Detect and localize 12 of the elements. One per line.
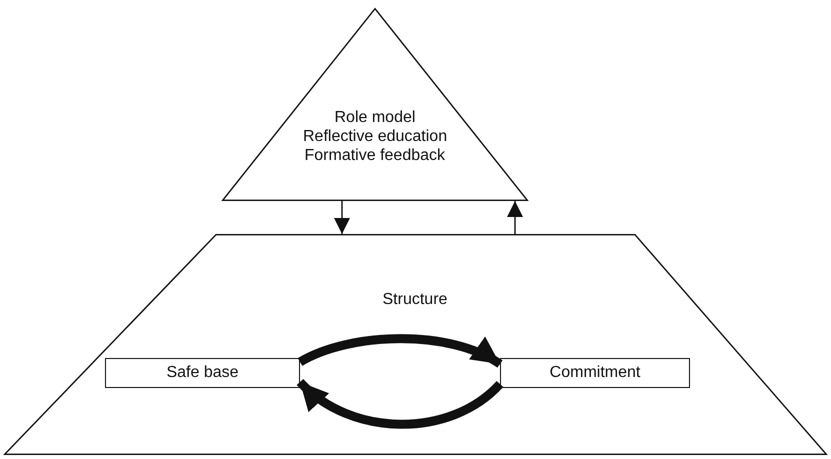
list-item-text: Reflective education — [303, 127, 448, 146]
arrow — [334, 201, 350, 234]
triangle-shape — [222, 8, 528, 201]
list-item-text: Role model — [334, 108, 416, 127]
list-item-text: Formative feedback — [304, 146, 446, 165]
heading-text: Structure — [382, 290, 448, 309]
trapezoid-shape — [4, 234, 827, 455]
concept-box: Commitment — [500, 358, 690, 388]
concept-box: Safe base — [105, 358, 300, 388]
curved-arrow — [296, 378, 504, 429]
arrow — [507, 201, 523, 234]
curved-arrow — [298, 334, 502, 368]
